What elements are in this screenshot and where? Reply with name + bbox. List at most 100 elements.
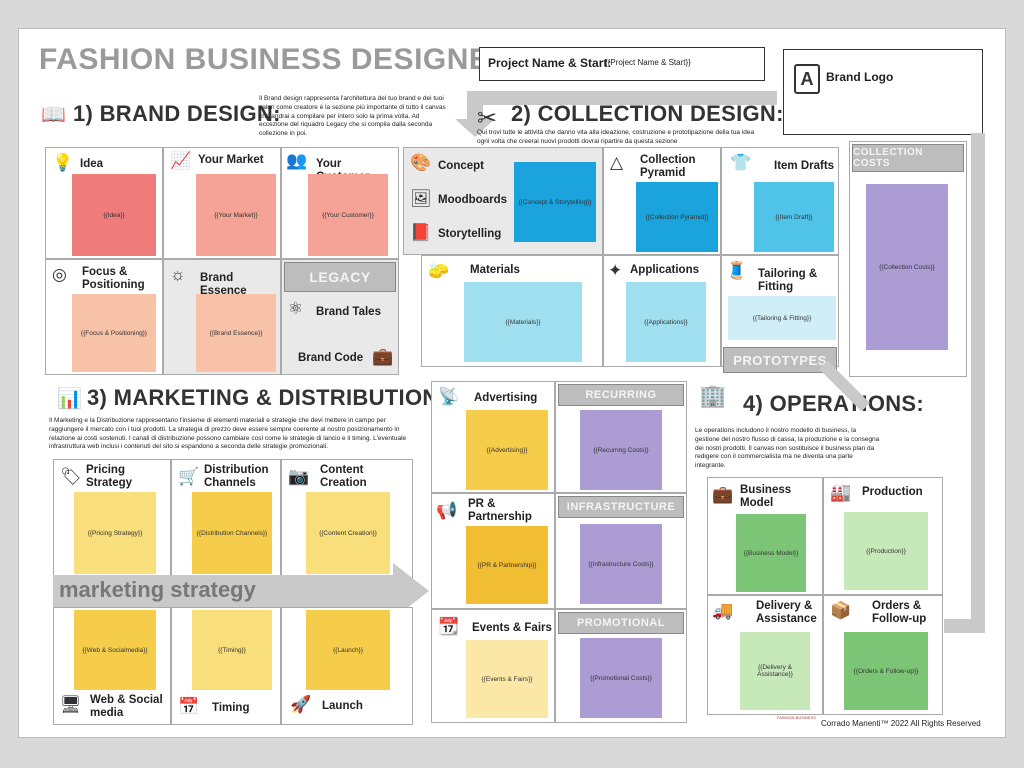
production-note[interactable]: {{Production}} bbox=[844, 512, 928, 590]
canvas-sheet: FASHION BUSINESS DESIGNER 2.0 Project Na… bbox=[18, 28, 1006, 738]
advertising-cell[interactable]: 📡 Advertising {{Advertising}} bbox=[431, 381, 555, 493]
delivery-assistance-cell[interactable]: 🚚 Delivery & Assistance {{Delivery & Ass… bbox=[707, 595, 823, 715]
flow-arrow-right-bottom bbox=[944, 619, 984, 633]
pricing-strategy-cell[interactable]: 🏷 Pricing Strategy {{Pricing Strategy}} bbox=[53, 459, 171, 579]
collection-costs-note[interactable]: {{Collection Costs}} bbox=[866, 184, 948, 350]
events-calendar-icon: 📆 bbox=[438, 617, 460, 636]
web-social-label: Web & Social media bbox=[90, 694, 163, 720]
scissors-icon: ✂ bbox=[477, 105, 498, 132]
page-title: FASHION BUSINESS DESIGNER 2.0 bbox=[39, 43, 564, 76]
item-drafts-note[interactable]: {{Item Draft}} bbox=[754, 182, 834, 252]
your-market-note[interactable]: {{Your Market}} bbox=[196, 174, 276, 256]
prototypes-band: PROTOTYPES bbox=[723, 347, 837, 373]
business-model-cell[interactable]: 💼 Business Model {{Business Model}} bbox=[707, 477, 823, 595]
collection-costs-cell[interactable]: COLLECTION COSTS {{Collection Costs}} bbox=[849, 141, 967, 377]
concept-cell[interactable]: 🎨 Concept 🖼 Moodboards 📕 Storytelling {{… bbox=[403, 147, 603, 255]
concept-note[interactable]: {{Concept & Storytelling}} bbox=[514, 162, 596, 242]
flow-arrow-top bbox=[467, 91, 777, 105]
letter-a-icon: A bbox=[794, 64, 820, 94]
operations-description: Le operations includono il nostro modell… bbox=[695, 427, 880, 470]
pr-partnership-label: PR & Partnership bbox=[468, 498, 532, 524]
marketing-heading: 3) MARKETING & DISTRIBUTION: bbox=[87, 385, 447, 410]
materials-note[interactable]: {{Materials}} bbox=[464, 282, 582, 362]
item-drafts-cell[interactable]: 👕 Item Drafts {{Item Draft}} bbox=[721, 147, 839, 255]
your-market-cell[interactable]: 📈 Your Market {{Your Market}} bbox=[163, 147, 281, 259]
business-model-note[interactable]: {{Business Model}} bbox=[736, 514, 806, 592]
launch-note[interactable]: {{Launch}} bbox=[306, 610, 390, 690]
moodboards-label: Moodboards bbox=[438, 194, 507, 206]
your-customer-note[interactable]: {{Your Customer}} bbox=[308, 174, 388, 256]
orders-followup-cell[interactable]: 📦 Orders & Follow-up {{Orders & Follow-u… bbox=[823, 595, 943, 715]
content-creation-note[interactable]: {{Content Creation}} bbox=[306, 492, 390, 574]
marketing-strategy-arrow bbox=[53, 575, 393, 607]
marketing-description: Il Marketing e la Distribuzione rapprese… bbox=[49, 417, 407, 451]
infrastructure-costs-cell[interactable]: INFRASTRUCTURE {{Infrastructure Costs}} bbox=[555, 493, 687, 609]
recurring-costs-cell[interactable]: RECURRING {{Recurring Costs}} bbox=[555, 381, 687, 493]
factory-icon: 🏭 bbox=[830, 483, 852, 502]
tshirt-icon: 👕 bbox=[730, 153, 752, 172]
brand-design-heading: 1) BRAND DESIGN: bbox=[73, 101, 281, 126]
delivery-assistance-label: Delivery & Assistance bbox=[756, 600, 817, 626]
applications-icon: ✦ bbox=[608, 261, 623, 280]
collection-pyramid-cell[interactable]: △ Collection Pyramid {{Collection Pyrami… bbox=[603, 147, 721, 255]
pricing-strategy-note[interactable]: {{Pricing Strategy}} bbox=[74, 492, 156, 574]
brand-logo-box[interactable]: A Brand Logo bbox=[783, 49, 983, 135]
launch-cell[interactable]: {{Launch}} 🚀 Launch bbox=[281, 607, 413, 725]
flow-arrowhead-1 bbox=[455, 119, 495, 137]
brand-essence-cell[interactable]: ☼ Brand Essence {{Brand Essence}} bbox=[163, 259, 281, 375]
idea-cell[interactable]: 💡 Idea {{Idea}} bbox=[45, 147, 163, 259]
promotional-costs-cell[interactable]: PROMOTIONAL {{Promotional Costs}} bbox=[555, 609, 687, 723]
book-icon: 📖 bbox=[41, 104, 66, 126]
advertising-note[interactable]: {{Advertising}} bbox=[466, 410, 548, 490]
events-fairs-note[interactable]: {{Events & Fairs}} bbox=[466, 640, 548, 718]
events-fairs-cell[interactable]: 📆 Events & Fairs {{Events & Fairs}} bbox=[431, 609, 555, 723]
brand-code-label: Brand Code bbox=[298, 352, 364, 364]
timing-note[interactable]: {{Timing}} bbox=[192, 610, 272, 690]
distribution-channels-note[interactable]: {{Distribution Channels}} bbox=[192, 492, 272, 574]
focus-positioning-cell[interactable]: ◎ Focus & Positioning {{Focus & Position… bbox=[45, 259, 163, 375]
sewing-icon: 🧵 bbox=[726, 261, 748, 280]
project-name-field[interactable]: Project Name & Start: {{Project Name & S… bbox=[479, 47, 765, 81]
production-label: Production bbox=[862, 486, 923, 498]
content-creation-cell[interactable]: 📷 Content Creation {{Content Creation}} bbox=[281, 459, 413, 579]
distribution-channels-cell[interactable]: 🛒 Distribution Channels {{Distribution C… bbox=[171, 459, 281, 579]
price-tag-icon: 🏷 bbox=[60, 467, 82, 486]
web-social-cell[interactable]: {{Web & Socialmedia}} 🖥 Web & Social med… bbox=[53, 607, 171, 725]
tales-icon: ⚛ bbox=[288, 299, 304, 318]
distribution-channels-label: Distribution Channels bbox=[204, 464, 269, 490]
web-social-note[interactable]: {{Web & Socialmedia}} bbox=[74, 610, 156, 690]
brand-essence-note[interactable]: {{Brand Essence}} bbox=[196, 294, 276, 372]
collection-pyramid-note[interactable]: {{Collection Pyramid}} bbox=[636, 182, 718, 252]
marketing-strategy-label: marketing strategy bbox=[59, 577, 256, 602]
your-customer-cell[interactable]: 👥 Your Customer {{Your Customer}} bbox=[281, 147, 399, 259]
legacy-cell[interactable]: LEGACY ⚛ Brand Tales Brand Code 💼 bbox=[281, 259, 399, 375]
materials-cell[interactable]: 🧽 Materials {{Materials}} bbox=[421, 255, 603, 367]
tailoring-fitting-note[interactable]: {{Tailoring & Fitting}} bbox=[728, 296, 836, 340]
promotional-costs-note[interactable]: {{Promotional Costs}} bbox=[580, 638, 662, 718]
image-icon: 📷 bbox=[288, 467, 310, 486]
applications-note[interactable]: {{Applications}} bbox=[626, 282, 706, 362]
business-model-label: Business Model bbox=[740, 484, 792, 510]
advertising-label: Advertising bbox=[474, 392, 538, 404]
cart-icon: 🛒 bbox=[178, 467, 200, 486]
recurring-costs-note[interactable]: {{Recurring Costs}} bbox=[580, 410, 662, 490]
production-cell[interactable]: 🏭 Production {{Production}} bbox=[823, 477, 943, 595]
legacy-band: LEGACY bbox=[284, 262, 396, 292]
orders-followup-note[interactable]: {{Orders & Follow-up}} bbox=[844, 632, 928, 710]
delivery-assistance-note[interactable]: {{Delivery & Assistance}} bbox=[740, 632, 810, 710]
infrastructure-costs-note[interactable]: {{Infrastructure Costs}} bbox=[580, 524, 662, 604]
applications-cell[interactable]: ✦ Applications {{Applications}} bbox=[603, 255, 721, 367]
idea-note[interactable]: {{Idea}} bbox=[72, 174, 156, 256]
brand-design-description: Il Brand design rappresenta l'architettu… bbox=[259, 95, 446, 138]
monitor-icon: 🖥 bbox=[60, 695, 82, 714]
focus-positioning-note[interactable]: {{Focus & Positioning}} bbox=[72, 294, 156, 372]
promotional-band: PROMOTIONAL bbox=[558, 612, 684, 634]
pricing-strategy-label: Pricing Strategy bbox=[86, 464, 133, 490]
timing-cell[interactable]: {{Timing}} 📅 Timing bbox=[171, 607, 281, 725]
pr-partnership-note[interactable]: {{PR & Partnership}} bbox=[466, 526, 548, 604]
marketing-chart-icon: 📊 bbox=[57, 388, 82, 410]
brand-tales-label: Brand Tales bbox=[316, 306, 381, 318]
market-chart-icon: 📈 bbox=[170, 151, 192, 170]
storytelling-label: Storytelling bbox=[438, 228, 502, 240]
pr-partnership-cell[interactable]: 📢 PR & Partnership {{PR & Partnership}} bbox=[431, 493, 555, 609]
